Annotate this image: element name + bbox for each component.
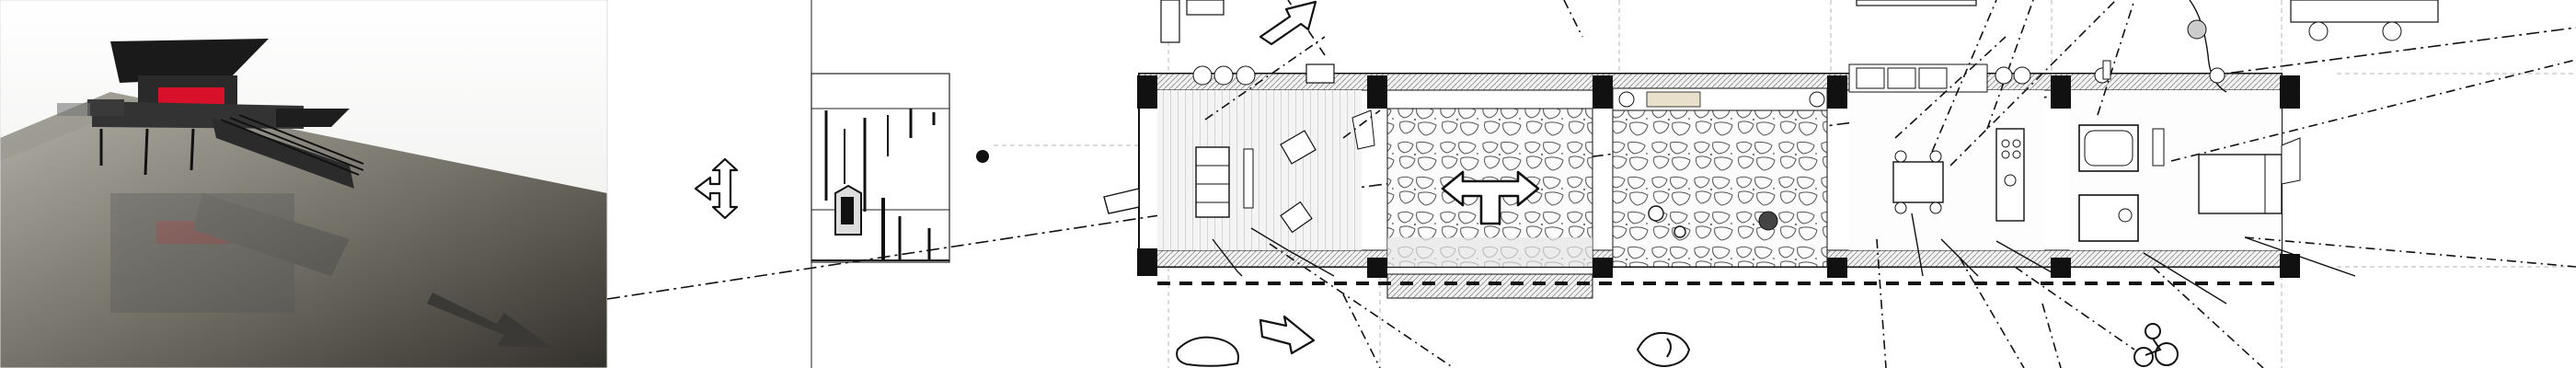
outdoor-elements <box>1160 0 2439 93</box>
roof <box>110 39 269 83</box>
building-reflection <box>110 193 350 313</box>
kitchen-dining <box>1848 63 2044 250</box>
ground-arrow-icon <box>427 293 552 348</box>
grid-lines <box>994 0 2576 368</box>
perspective-render <box>0 0 608 368</box>
arrow-icon <box>1259 0 1317 355</box>
leader-lines <box>1204 0 2576 368</box>
three-way-arrow-icon <box>694 157 739 220</box>
stone-courtyard <box>1386 87 1828 299</box>
ground-plane <box>0 92 607 368</box>
north-dot-icon <box>976 150 989 163</box>
ramp <box>212 118 354 189</box>
house-model <box>57 39 364 189</box>
columns <box>1137 75 2300 278</box>
courtyard-arrow-icon <box>1441 170 1540 225</box>
floor-plan <box>1103 63 2356 305</box>
section-elevation <box>811 0 989 368</box>
living-zone <box>1103 90 1375 250</box>
sketch-figures <box>1176 323 2179 368</box>
bath-bedroom <box>2070 90 2301 250</box>
